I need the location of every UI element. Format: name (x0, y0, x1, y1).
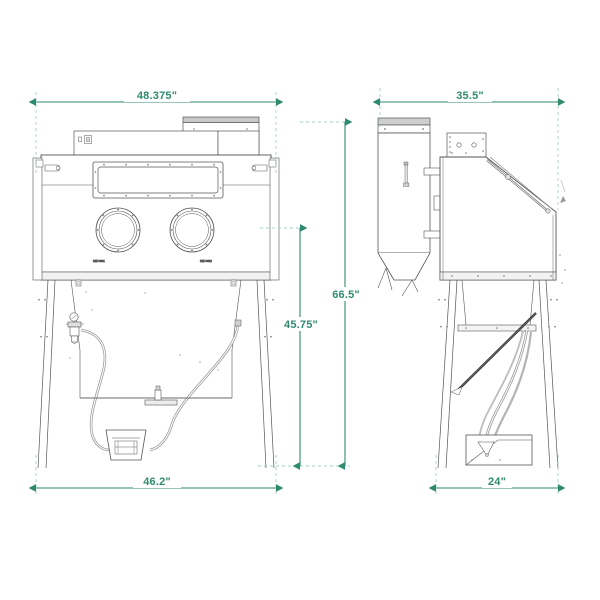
cabinet-body-front (40, 154, 272, 281)
leg-left (37, 279, 56, 469)
door-latch-right (251, 164, 268, 172)
callout-right: REF-0002 (200, 259, 212, 263)
cabinet-body-side (439, 156, 557, 281)
dust-collector (377, 117, 431, 297)
top-mount-left (75, 279, 82, 287)
filter-shaker-handle (403, 161, 410, 187)
dimension-work-height: 45.75" (281, 224, 321, 470)
viewing-window (92, 161, 224, 199)
hose-fitting-right (234, 319, 242, 327)
door-latch-left (44, 164, 61, 172)
glove-port-right (169, 207, 215, 253)
side-view (377, 117, 566, 469)
dimension-front-width-top: 48.375" (28, 88, 284, 106)
dimension-overall-height: 66.5" (327, 118, 365, 470)
blower-motor-housing (446, 132, 487, 158)
dimension-front-width-bottom: 46.2" (28, 474, 284, 492)
abrasive-hose-highlight (80, 329, 111, 451)
foot-pedal (105, 429, 147, 461)
dimension-label-overall-height: 66.5" (332, 289, 360, 301)
dimension-label-side-depth-bottom: 24" (488, 476, 506, 488)
leg-right (256, 279, 275, 469)
door-post-right (268, 157, 280, 281)
leg-rear-side (538, 279, 559, 469)
upper-housing (73, 130, 260, 156)
dimension-label-side-depth-top: 35.5" (456, 90, 484, 102)
glove-port-left (95, 207, 141, 253)
brace-end-fitting (450, 386, 463, 396)
front-view: REF-0001 REF-0002 (32, 116, 280, 469)
pressure-regulator (66, 312, 84, 344)
dimension-label-front-width-top: 48.375" (137, 90, 177, 102)
dimension-side-depth-top: 35.5" (372, 88, 566, 106)
dimension-label-front-width-bottom: 46.2" (143, 476, 171, 488)
dimension-annotations: 48.375" 46.2" 45.75" 66.5" 35.5" (28, 88, 566, 497)
top-mount-right (230, 279, 237, 287)
dimension-label-work-height: 45.75" (284, 319, 318, 331)
callout-left: REF-0001 (93, 259, 105, 263)
lid-gas-strut (486, 156, 553, 214)
base-tray (465, 434, 533, 466)
door-post-left (32, 157, 44, 281)
leg-front-side (437, 279, 458, 469)
dimension-side-depth-bottom: 24" (428, 474, 566, 492)
dust-collector-lid (377, 117, 431, 126)
cross-brace (457, 324, 537, 332)
lower-shelf (80, 385, 232, 406)
dust-collector-hopper (377, 252, 431, 281)
